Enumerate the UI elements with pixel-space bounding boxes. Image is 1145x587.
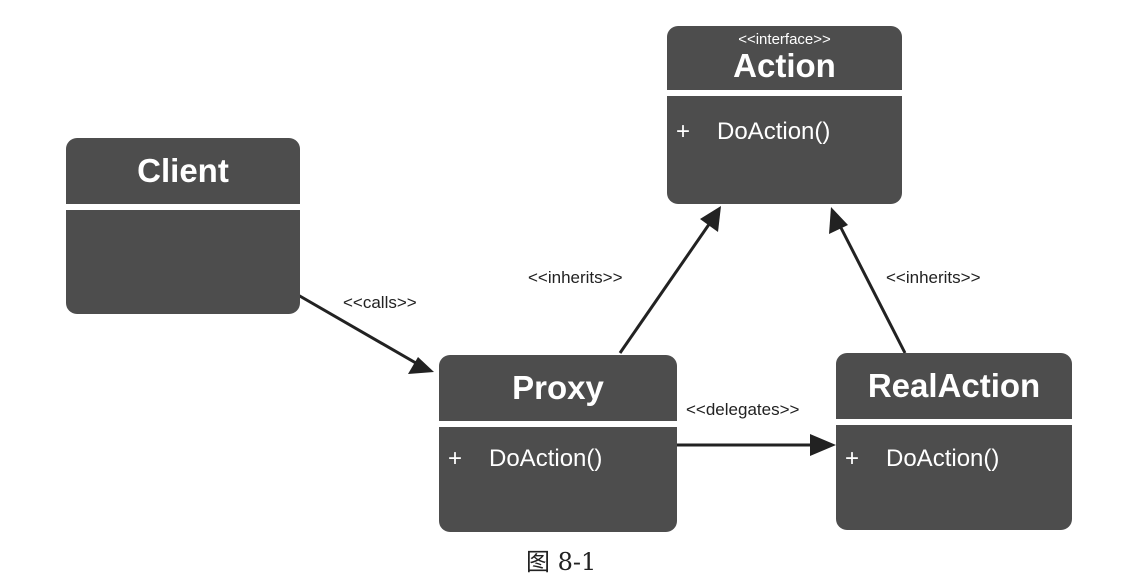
client-class-body [66,210,300,314]
proxy-class-divider [439,421,677,427]
realaction-class-divider [836,419,1072,425]
real-inherits-label: <<inherits>> [886,268,981,287]
proxy-class-name: Proxy [512,369,604,406]
client-class-divider [66,204,300,210]
action-class-name: Action [733,47,836,84]
real-inherits-arrow [836,221,907,354]
realaction-operation-signature: DoAction() [886,445,1000,472]
realaction-operation-visibility: + [845,445,860,472]
calls-arrow [297,293,429,372]
action-stereotype: <<interface>> [738,31,831,48]
proxy-operation-signature: DoAction() [489,445,603,472]
action-operation-visibility: + [676,118,691,145]
proxy-class: Proxy + DoAction() [439,355,677,532]
delegates-label: <<delegates>> [686,400,800,419]
client-class: Client [66,138,300,314]
action-class-body: + DoAction() [667,96,902,204]
realaction-class: RealAction + DoAction() [836,353,1072,530]
real-inherits-arrowhead [829,207,848,234]
realaction-class-name: RealAction [867,367,1041,404]
proxy-operation-visibility: + [448,445,463,472]
proxy-inherits-arrowhead [700,206,721,232]
figure-caption: 图 8-1 [526,548,597,576]
calls-arrowhead [408,357,434,374]
realaction-class-body: + DoAction() [836,425,1072,530]
action-class-divider [667,90,902,96]
delegates-arrowhead [810,434,836,456]
client-class-name: Client [137,152,229,189]
calls-label: <<calls>> [343,293,417,312]
proxy-class-body: + DoAction() [439,427,677,532]
proxy-inherits-label: <<inherits>> [528,268,623,287]
action-operation-signature: DoAction() [717,118,831,145]
proxy-inherits-arrow [618,219,714,354]
action-interface: <<interface>> Action + DoAction() [667,26,902,204]
